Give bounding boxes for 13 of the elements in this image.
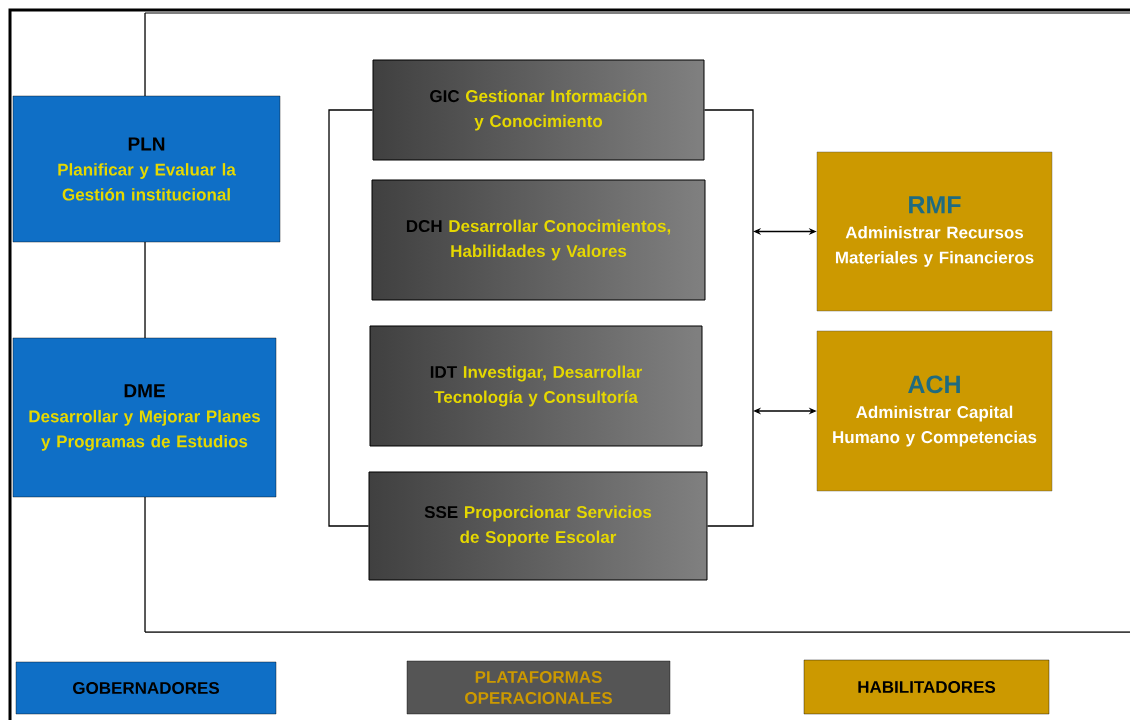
process-box: IDT Investigar, Desarrollar Tecnología y Consultoría [369, 325, 703, 447]
process-box: GIC Gestionar Información y Conocimiento [372, 59, 705, 161]
process-box: RMF Administrar Recursos Materiales y Financieros [816, 151, 1053, 312]
process-box: DCH Desarrollar Conocimientos, Habilidades y Valores [371, 179, 706, 301]
process-box: ACH Administrar Capital Humano y Competencias [816, 330, 1053, 492]
connector-line [703, 109, 754, 527]
process-box: PLN Planificar y Evaluar la Gestión institucional [12, 95, 281, 243]
process-box: SSE Proporcionar Servicios de Soporte Escolar [368, 471, 708, 581]
legend-item: HABILITADORES [803, 659, 1050, 715]
legend-item: PLATAFORMAS OPERACIONALES [406, 660, 671, 715]
process-box: DME Desarrollar y Mejorar Planes y Programas de Estudios [12, 337, 277, 498]
legend-item: GOBERNADORES [15, 661, 277, 715]
connector-line [328, 109, 374, 527]
